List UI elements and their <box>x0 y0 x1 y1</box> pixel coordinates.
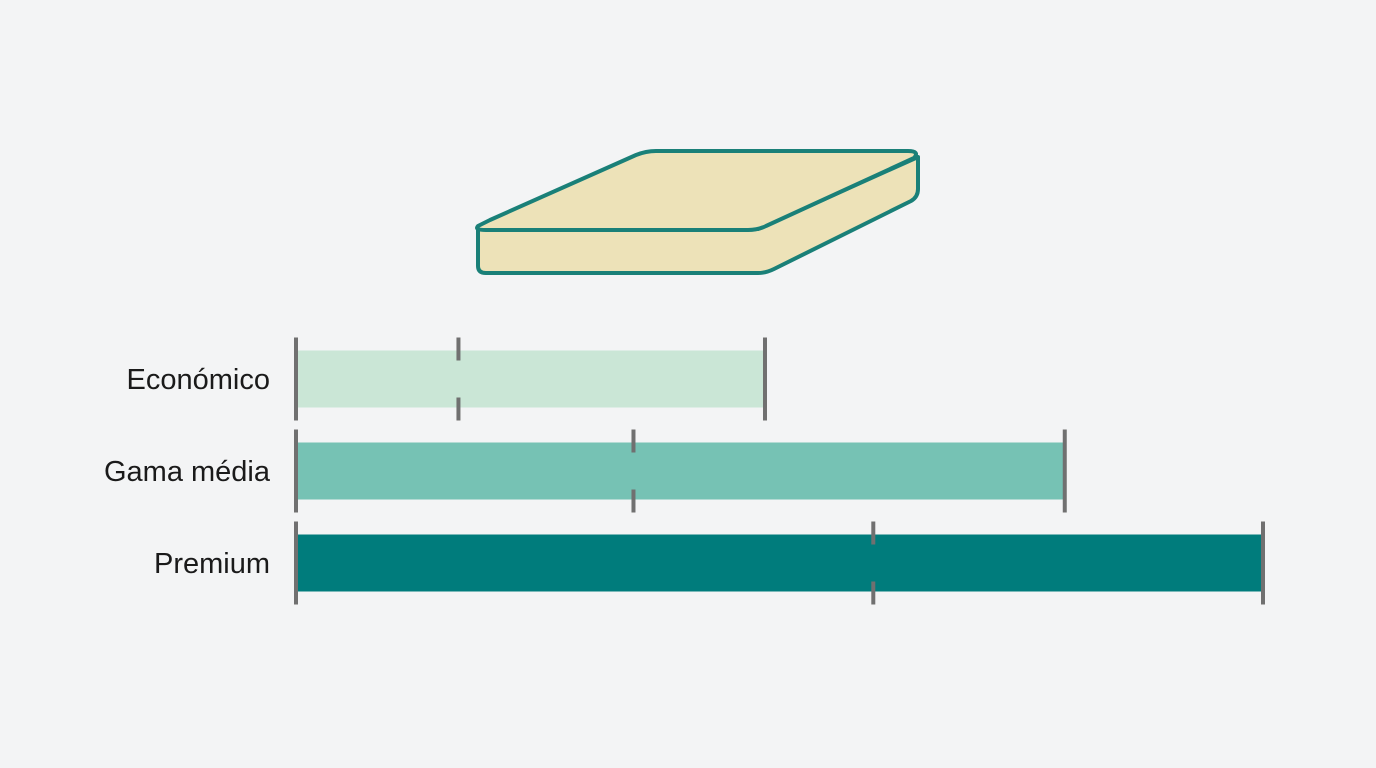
bar-0 <box>296 350 765 408</box>
category-label-2: Premium <box>154 548 270 580</box>
category-label-0: Económico <box>127 364 270 396</box>
bar-2 <box>296 534 1263 592</box>
category-label-1: Gama média <box>104 456 271 488</box>
bar-1 <box>296 442 1065 500</box>
mattress-top <box>475 149 918 232</box>
mattress-side <box>476 155 920 275</box>
